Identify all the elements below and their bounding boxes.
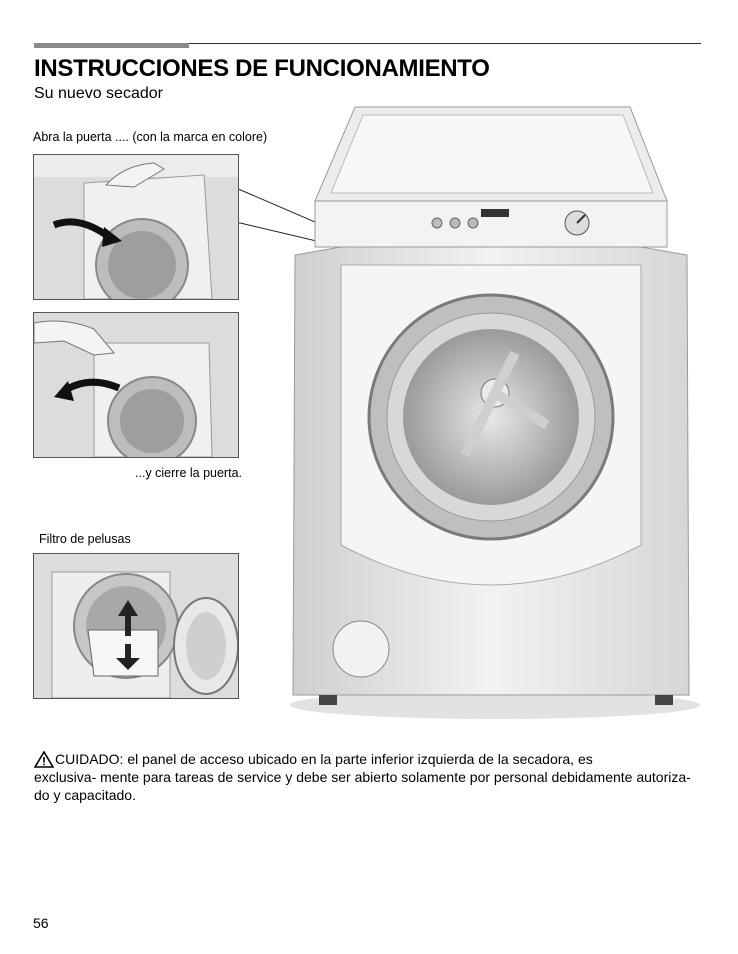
page-subtitle: Su nuevo secador: [34, 85, 163, 102]
caution-notice: CUIDADO: el panel de acceso ubicado en l…: [33, 750, 704, 804]
lint-filter-label: Filtro de pelusas: [39, 532, 131, 546]
close-door-label: ...y cierre la puerta.: [135, 466, 242, 480]
open-door-illustration: [33, 154, 239, 300]
open-door-label: Abra la puerta .... (con la marca en col…: [33, 130, 268, 144]
warning-triangle-icon: [33, 750, 55, 768]
header-rule-accent: [34, 43, 189, 48]
lint-filter-illustration: [33, 553, 239, 699]
caution-text-line1: CUIDADO: el panel de acceso ubicado en l…: [55, 751, 593, 767]
page-number: 56: [33, 915, 49, 931]
close-door-illustration: [33, 312, 239, 458]
header-rule: [189, 43, 701, 44]
dryer-illustration: [285, 105, 705, 723]
page-title: INSTRUCCIONES DE FUNCIONAMIENTO: [34, 55, 490, 82]
caution-text-rest: exclusiva- mente para tareas de service …: [34, 769, 691, 803]
